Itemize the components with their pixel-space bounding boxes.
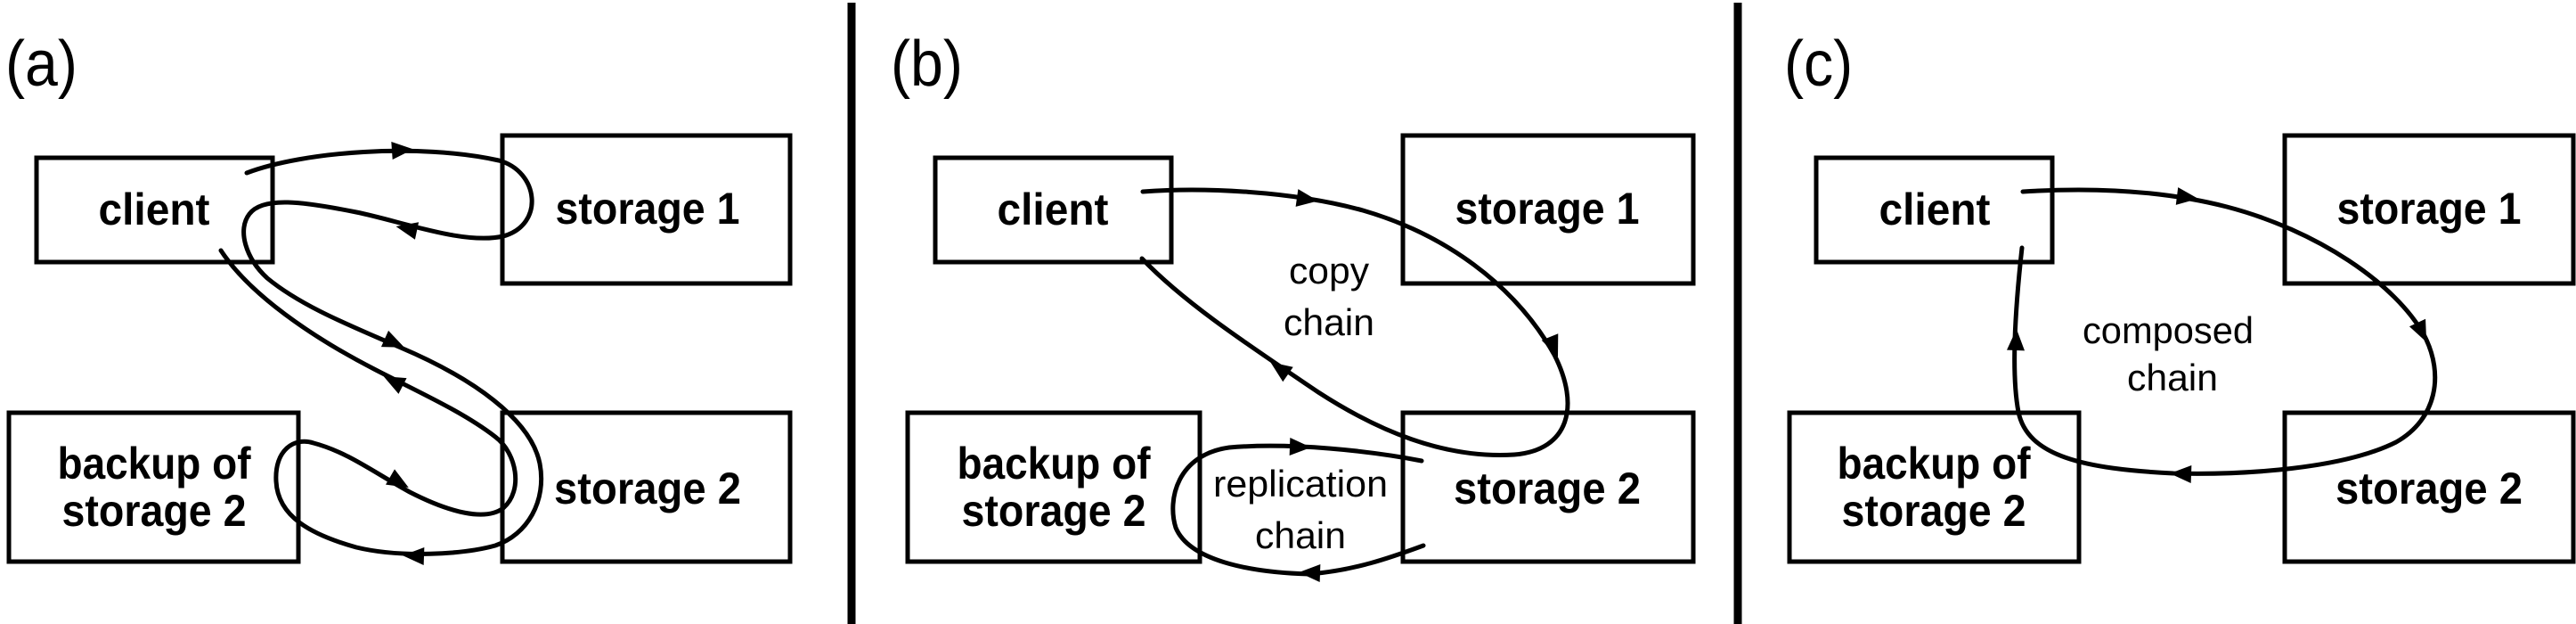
arrow-icon — [1299, 564, 1321, 582]
node-label: client — [99, 185, 210, 234]
node-label: storage 2 — [554, 464, 741, 513]
arrow-icon — [403, 547, 425, 565]
replication-chain-label-line-1: replication — [1213, 463, 1388, 505]
node-label-line-1: backup of — [58, 439, 251, 489]
node-label: client — [998, 185, 1109, 234]
node-backup-of-storage-2: backup of storage 2 — [905, 410, 1202, 564]
node-client: client — [933, 155, 1174, 265]
panel-label: (c) — [1784, 27, 1853, 99]
node-storage-2: storage 2 — [1400, 410, 1696, 564]
node-label-line-1: backup of — [958, 439, 1151, 489]
arrow-icon — [391, 142, 413, 160]
node-label-line-2: storage 2 — [1842, 486, 2026, 536]
arrow-icon — [2170, 465, 2192, 483]
panel-b: (b) client storage 1 backup of storage 2… — [891, 27, 1696, 582]
arrow-icon — [2007, 329, 2025, 351]
storage-1-box — [1400, 133, 1696, 286]
node-label: client — [1879, 185, 1991, 234]
client-box — [1814, 155, 2055, 265]
node-label-line-1: backup of — [1838, 439, 2031, 489]
node-label: storage 1 — [2337, 184, 2522, 234]
client-box — [34, 155, 275, 265]
backup-box — [905, 410, 1202, 564]
copy-chain-label-line-2: chain — [1284, 301, 1374, 343]
arrow-icon — [380, 330, 404, 348]
node-storage-1: storage 1 — [1400, 133, 1696, 286]
arrow-icon — [1270, 362, 1293, 382]
storage-2-box — [1400, 410, 1696, 564]
copy-chain-label-line-1: copy — [1289, 250, 1369, 291]
panel-label: (b) — [891, 27, 963, 99]
copy-chain-curve — [1139, 187, 1570, 457]
composed-chain-label-line-2: chain — [2127, 357, 2218, 398]
node-label: storage 2 — [2336, 464, 2523, 513]
arrow-icon — [383, 376, 407, 394]
arrow-icon — [1295, 189, 1318, 207]
panel-c: (c) client storage 1 backup of storage 2… — [1784, 27, 2576, 564]
node-label: storage 1 — [1455, 184, 1640, 234]
node-storage-1: storage 1 — [500, 133, 793, 286]
arrow-icon — [2409, 318, 2427, 342]
node-label: storage 1 — [556, 184, 740, 234]
storage-1-box — [500, 133, 793, 286]
arrow-icon — [1541, 333, 1559, 357]
node-client: client — [34, 155, 275, 265]
node-label-line-2: storage 2 — [962, 486, 1146, 536]
arrow-icon — [2175, 187, 2198, 205]
node-storage-2: storage 2 — [2282, 410, 2576, 564]
client-box — [933, 155, 1174, 265]
node-storage-1: storage 1 — [2282, 133, 2576, 286]
arrow-icon — [395, 222, 420, 240]
arrow-icon — [1289, 438, 1311, 456]
node-label-line-2: storage 2 — [62, 486, 247, 536]
replication-chain-label-line-2: chain — [1255, 514, 1346, 556]
storage-2-box — [2282, 410, 2576, 564]
panel-a: (a) client storage 1 backup of storage 2… — [5, 27, 793, 565]
request-path-curve — [218, 148, 544, 556]
panel-label: (a) — [5, 27, 77, 99]
arrow-icon — [386, 469, 409, 488]
backup-box — [6, 410, 301, 564]
storage-1-box — [2282, 133, 2576, 286]
storage-2-box — [500, 410, 793, 564]
node-label: storage 2 — [1454, 464, 1641, 513]
node-backup-of-storage-2: backup of storage 2 — [6, 410, 301, 564]
node-storage-2: storage 2 — [500, 410, 793, 564]
composed-chain-label-line-1: composed — [2083, 309, 2254, 351]
composed-chain-curve — [2012, 187, 2438, 476]
node-client: client — [1814, 155, 2055, 265]
node-backup-of-storage-2: backup of storage 2 — [1787, 410, 2082, 564]
